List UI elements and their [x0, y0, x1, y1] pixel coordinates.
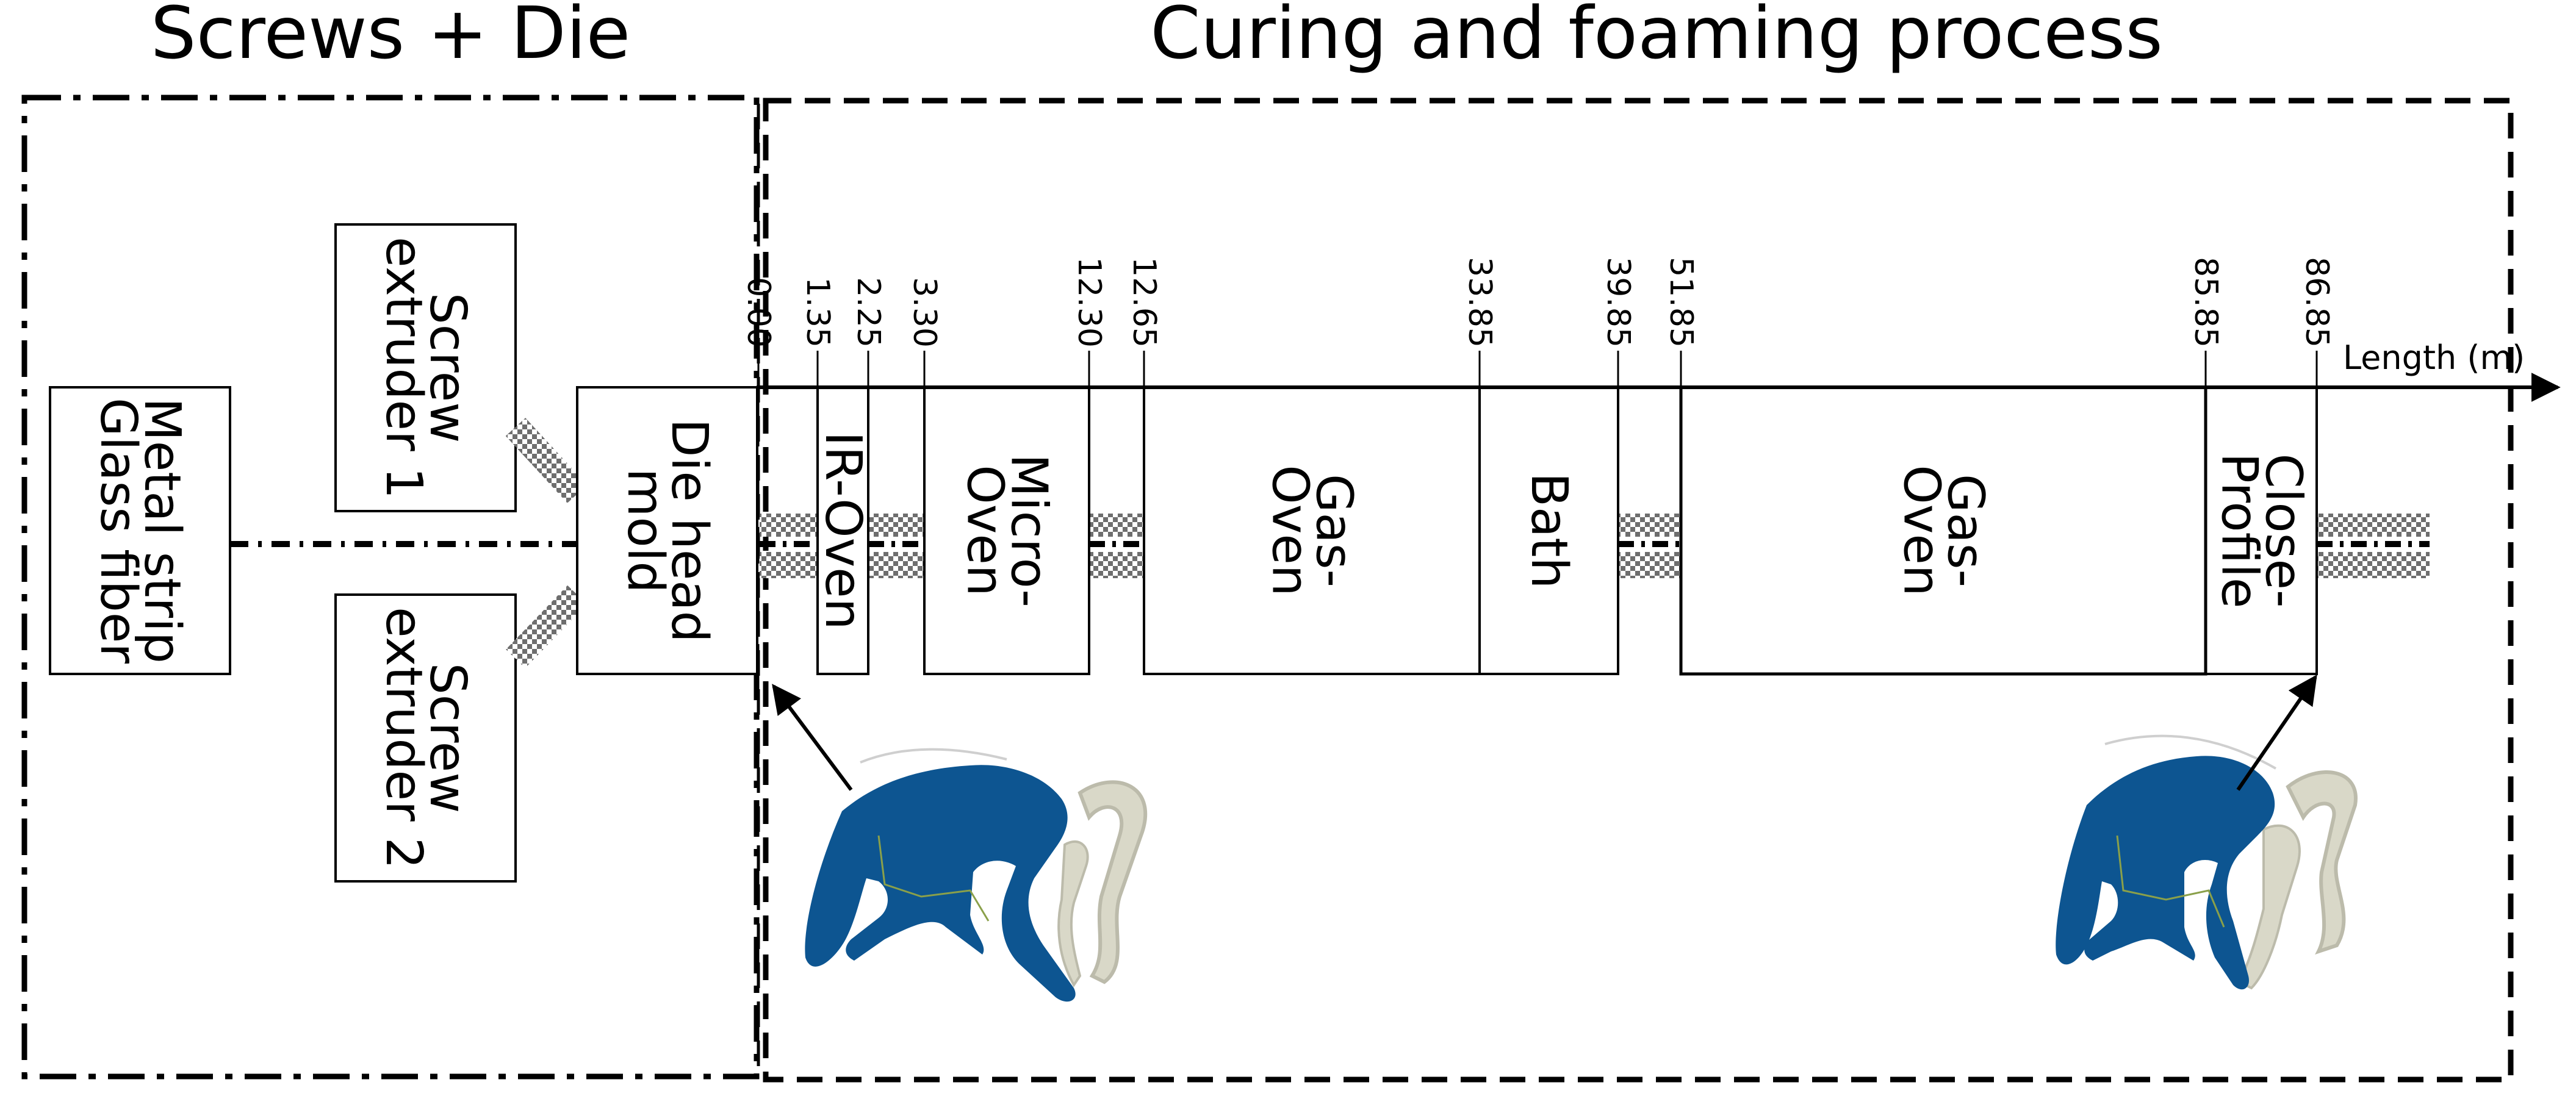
length-axis-label: Length (m): [2343, 338, 2525, 377]
station-label: Bath: [1520, 473, 1578, 589]
strip-segment: [1618, 514, 1681, 578]
section-title-screws-die: Screws + Die: [151, 0, 630, 75]
tick-label: 2.25: [850, 277, 887, 348]
tick-label: 3.30: [906, 277, 943, 348]
tick-label: 33.85: [1461, 257, 1498, 348]
axis-tick: 33.85: [1461, 257, 1498, 387]
tick-label: 39.85: [1600, 257, 1636, 348]
axis-tick: 12.30: [1071, 257, 1107, 387]
axis-tick: 2.25: [850, 277, 887, 387]
station-ir-oven: IR-Oven: [814, 387, 872, 675]
station-label: Oven: [1261, 465, 1319, 596]
axis-tick: 3.30: [906, 277, 943, 387]
station-label: Oven: [1893, 465, 1951, 596]
station-label: Close-: [2254, 454, 2312, 608]
screw-extruder-1-block: Screw extruder 1: [334, 223, 517, 512]
strip-segment: [1089, 514, 1144, 578]
tick-label: 1.35: [799, 277, 836, 348]
station-micro-oven: Micro- Oven: [923, 387, 1090, 675]
tick-label: 12.65: [1126, 257, 1162, 348]
axis-tick: 39.85: [1600, 257, 1636, 387]
axis-tick: 12.65: [1126, 257, 1162, 387]
extruder2-label-line1: Screw: [419, 663, 477, 814]
extruder1-label-line2: extruder 1: [375, 237, 433, 499]
die-label-line2: mold: [616, 468, 674, 593]
axis-tick: 51.85: [1663, 257, 1699, 387]
arrow-to-close-profile: [2236, 675, 2317, 791]
axis-ticks: 0.00 1.35 2.25 3.30 12.30 12.65 33.85 3: [740, 257, 2335, 387]
product-strip: [760, 514, 2430, 578]
tick-label: 12.30: [1071, 257, 1107, 348]
axis-tick: 0.00: [740, 277, 777, 387]
axis-tick: 1.35: [799, 277, 836, 387]
strip-segment: [760, 514, 818, 578]
station-gas-oven-2: Gas- Oven: [1679, 387, 2207, 676]
station-label: Micro-: [1000, 454, 1058, 607]
tick-label: 85.85: [2187, 257, 2224, 348]
axis-tick: 86.85: [2298, 257, 2335, 387]
axis-tick: 85.85: [2187, 257, 2224, 387]
tick-label: 0.00: [740, 277, 777, 348]
screw-extruder-2-block: Screw extruder 2: [334, 593, 517, 883]
extruder2-label-line2: extruder 2: [375, 607, 433, 869]
section-title-curing: Curing and foaming process: [1150, 0, 2163, 75]
profile-cross-section-closed: [2056, 734, 2358, 990]
source-label-line1: Metal strip: [133, 398, 191, 664]
screws-die-frame: [21, 95, 760, 1080]
source-label-line2: Glass fiber: [89, 398, 147, 664]
arrow-to-die-exit: [772, 684, 853, 791]
profile-cross-section-initial: [805, 748, 1148, 1002]
die-label-line1: Die head: [660, 418, 718, 642]
station-label: IR-Oven: [814, 431, 872, 629]
station-label: Oven: [956, 465, 1014, 596]
extruder1-label-line1: Screw: [419, 293, 477, 443]
station-bath: Bath: [1480, 387, 1619, 675]
station-label: Gas-: [1305, 474, 1363, 587]
extruder2-feed: [506, 585, 587, 668]
station-label: Gas-: [1937, 474, 1995, 587]
strip-segment: [2317, 514, 2430, 578]
source-block: Metal strip Glass fiber: [49, 386, 231, 675]
station-gas-oven-1: Gas- Oven: [1143, 387, 1481, 675]
tick-label: 86.85: [2298, 257, 2335, 348]
station-close-profile: Close- Profile: [2206, 387, 2318, 675]
tick-label: 51.85: [1663, 257, 1699, 348]
station-label: Profile: [2211, 453, 2268, 609]
curing-frame: [763, 98, 2514, 1083]
extruder1-feed: [505, 418, 588, 503]
strip-segment: [868, 514, 924, 578]
die-head-mold-block: Die head mold: [576, 386, 758, 675]
